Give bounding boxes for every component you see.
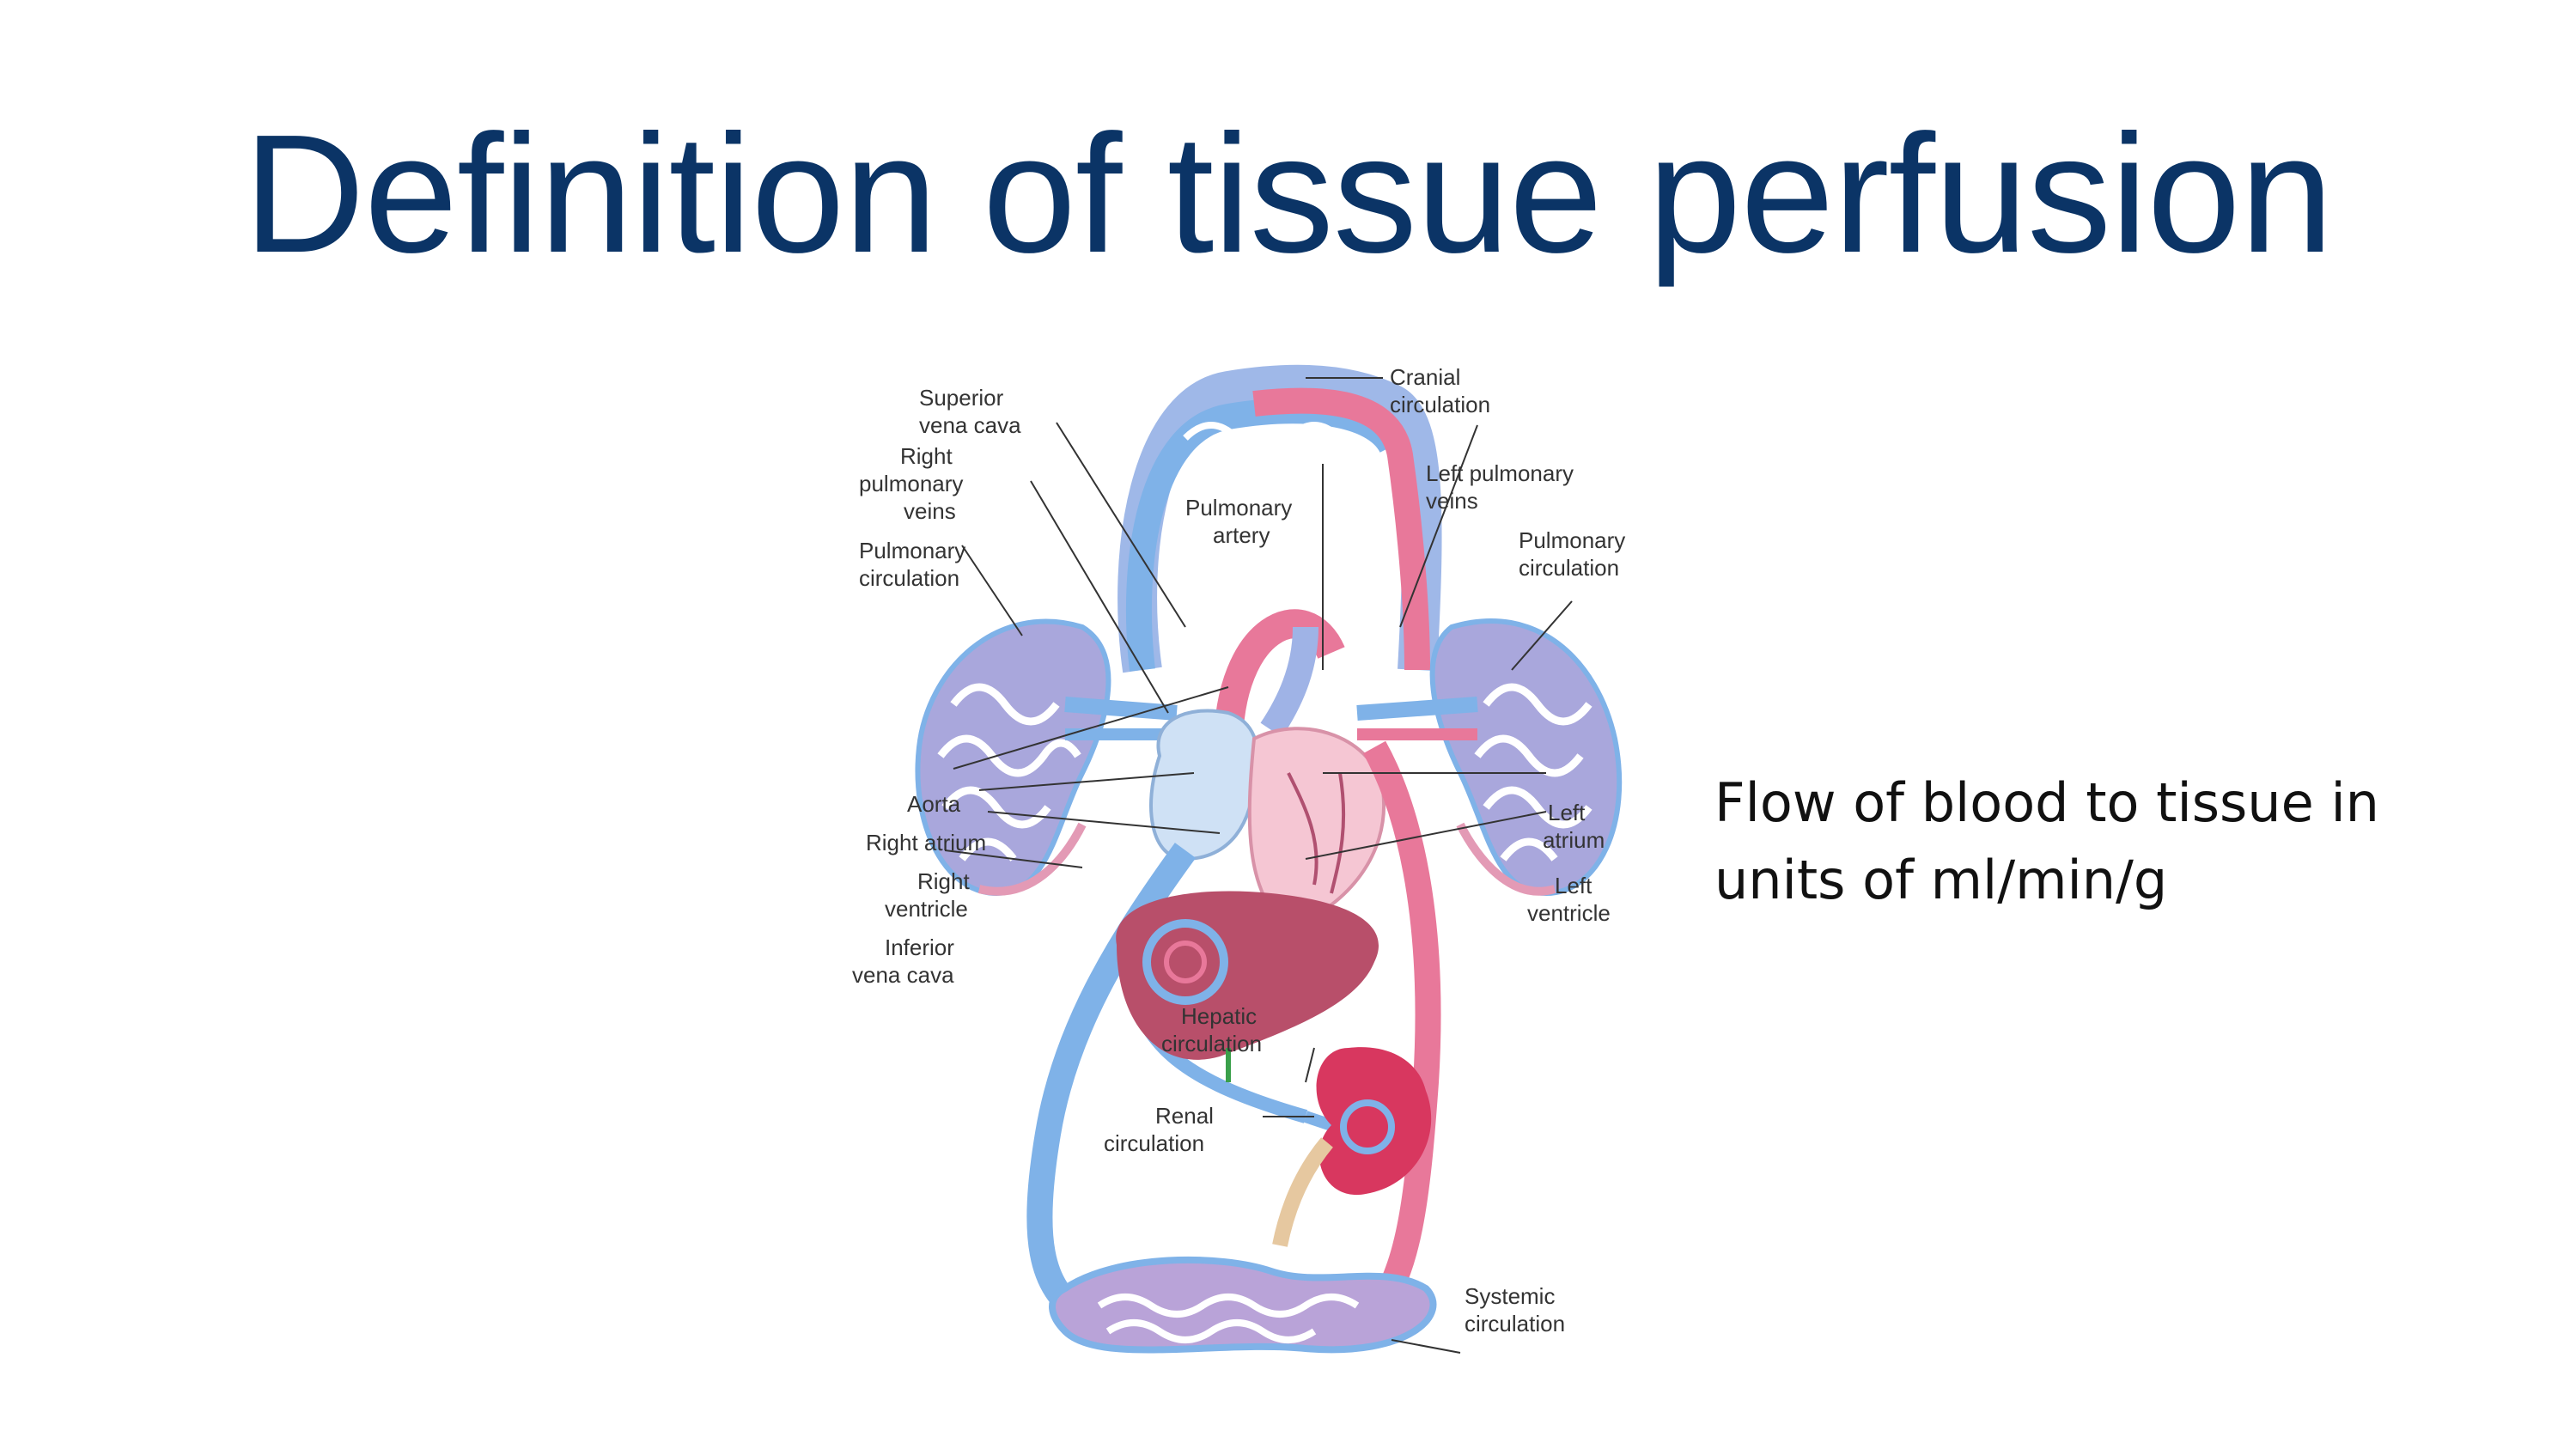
label-hepatic-circulation: Hepatic circulation [1161,1003,1263,1056]
circulation-diagram: Superior vena cava Cranial circulation R… [825,344,1701,1374]
label-left-atrium: Left atrium [1543,800,1605,853]
heart [1149,709,1386,930]
left-lung-network [915,618,1111,897]
label-leader-lines [944,377,1573,1354]
label-pulmonary-circulation-left: Pulmonary circulation [859,538,972,591]
kidney [1272,1047,1432,1247]
label-pulmonary-circulation-right: Pulmonary circulation [1519,527,1632,581]
definition-line-2: units of ml/min/g [1714,848,2168,911]
systemic-circulation-network [1049,1256,1437,1354]
cranial-circulation-network [1117,364,1442,673]
label-left-pulmonary-veins: Left pulmonary veins [1426,460,1580,514]
label-right-atrium: Right atrium [866,830,986,855]
circulation-diagram-svg: Superior vena cava Cranial circulation R… [852,364,1632,1354]
definition-text: Flow of blood to tissue in units of ml/m… [1714,764,2488,919]
label-right-pulmonary-veins: Right pulmonary veins [859,443,970,524]
label-right-ventricle: Right ventricle [885,868,976,922]
label-pulmonary-artery: Pulmonary artery [1185,495,1299,548]
slide-title: Definition of tissue perfusion [243,100,2333,288]
label-cranial-circulation: Cranial circulation [1390,364,1490,417]
label-systemic-circulation: Systemic circulation [1465,1283,1565,1336]
liver [1116,891,1379,1082]
label-aorta: Aorta [907,791,961,817]
right-lung-network [1429,618,1623,897]
label-left-ventricle: Left ventricle [1527,873,1611,926]
label-superior-vena-cava: Superior vena cava [919,385,1021,438]
label-renal-circulation: Renal circulation [1104,1103,1220,1156]
label-inferior-vena-cava: Inferior vena cava [852,935,960,988]
definition-line-1: Flow of blood to tissue in [1714,771,2379,834]
